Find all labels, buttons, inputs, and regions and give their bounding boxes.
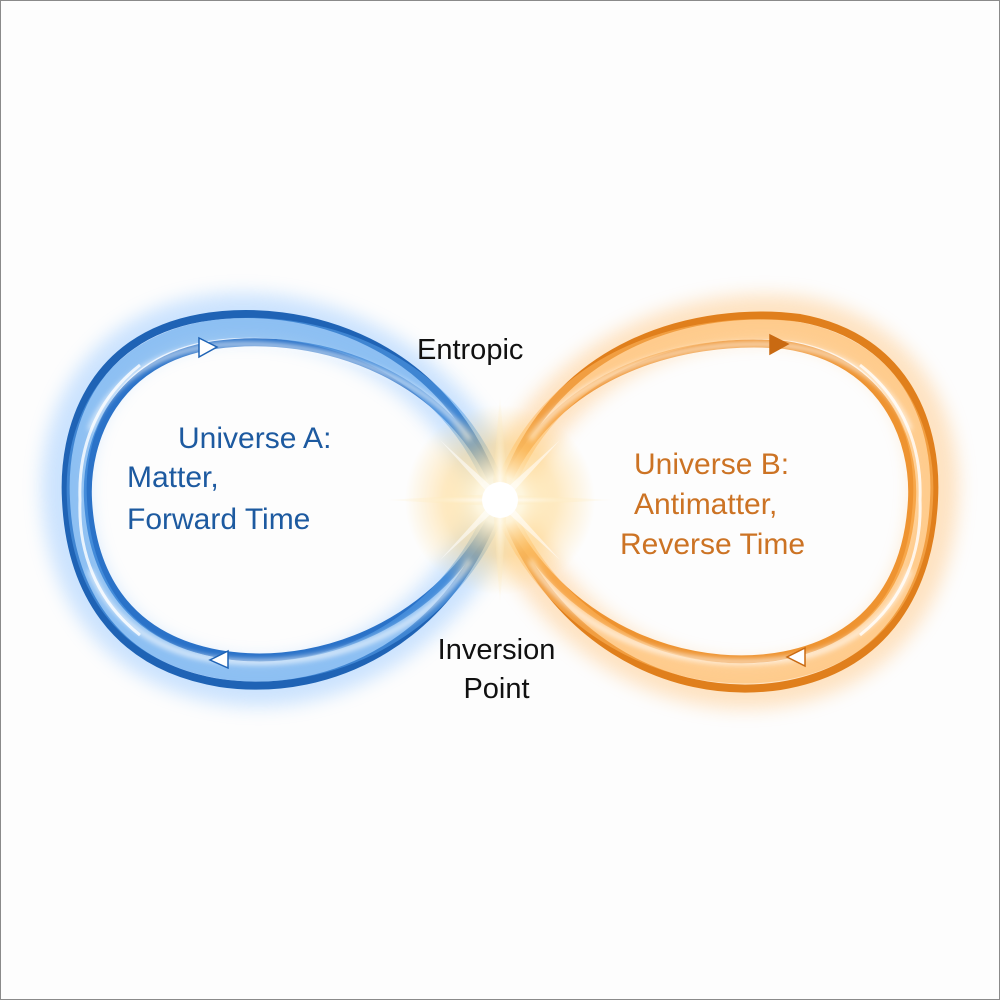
arrow-right-icon bbox=[769, 333, 790, 356]
universe-a-loop bbox=[41, 293, 522, 707]
universe-b-loop bbox=[478, 294, 959, 709]
arrow-right-icon bbox=[198, 336, 219, 359]
universe-a-matter: Matter, bbox=[127, 461, 219, 494]
arrow-left-icon bbox=[785, 646, 806, 668]
starburst-icon bbox=[385, 395, 615, 605]
inversion-line1: Inversion bbox=[437, 634, 556, 666]
universe-b-antimatter: Antimatter, bbox=[634, 488, 778, 521]
inversion-point-label: Inversion Point bbox=[428, 631, 565, 709]
arrow-left-icon bbox=[208, 649, 229, 670]
universe-a-title: Universe A: bbox=[178, 422, 332, 455]
universe-b-time: Reverse Time bbox=[620, 528, 806, 561]
universe-b-title: Universe B: bbox=[634, 448, 790, 481]
inversion-line2: Point bbox=[463, 673, 530, 705]
entropic-label: Entropic bbox=[417, 334, 524, 366]
universe-a-time: Forward Time bbox=[127, 503, 311, 536]
